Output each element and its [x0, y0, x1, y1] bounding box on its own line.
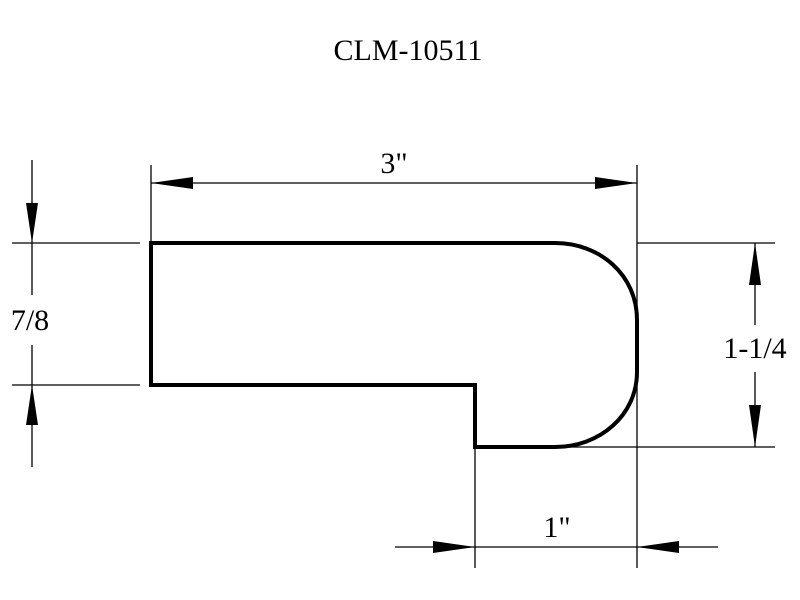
arrow-left-icon	[637, 541, 679, 553]
bottom-width-label: 1"	[543, 511, 570, 544]
arrow-down-icon	[749, 405, 761, 447]
arrow-down-icon	[26, 203, 38, 243]
arrow-up-icon	[26, 385, 38, 425]
arrow-right-icon	[433, 541, 475, 553]
width-label: 3"	[380, 147, 407, 180]
drawing-title: CLM-10511	[334, 34, 483, 67]
right-height-label: 1-1/4	[723, 332, 786, 365]
molding-profile	[149, 241, 639, 449]
arrow-right-icon	[595, 177, 637, 189]
arrow-up-icon	[749, 243, 761, 285]
arrow-left-icon	[151, 177, 193, 189]
left-height-label: 7/8	[11, 304, 49, 337]
